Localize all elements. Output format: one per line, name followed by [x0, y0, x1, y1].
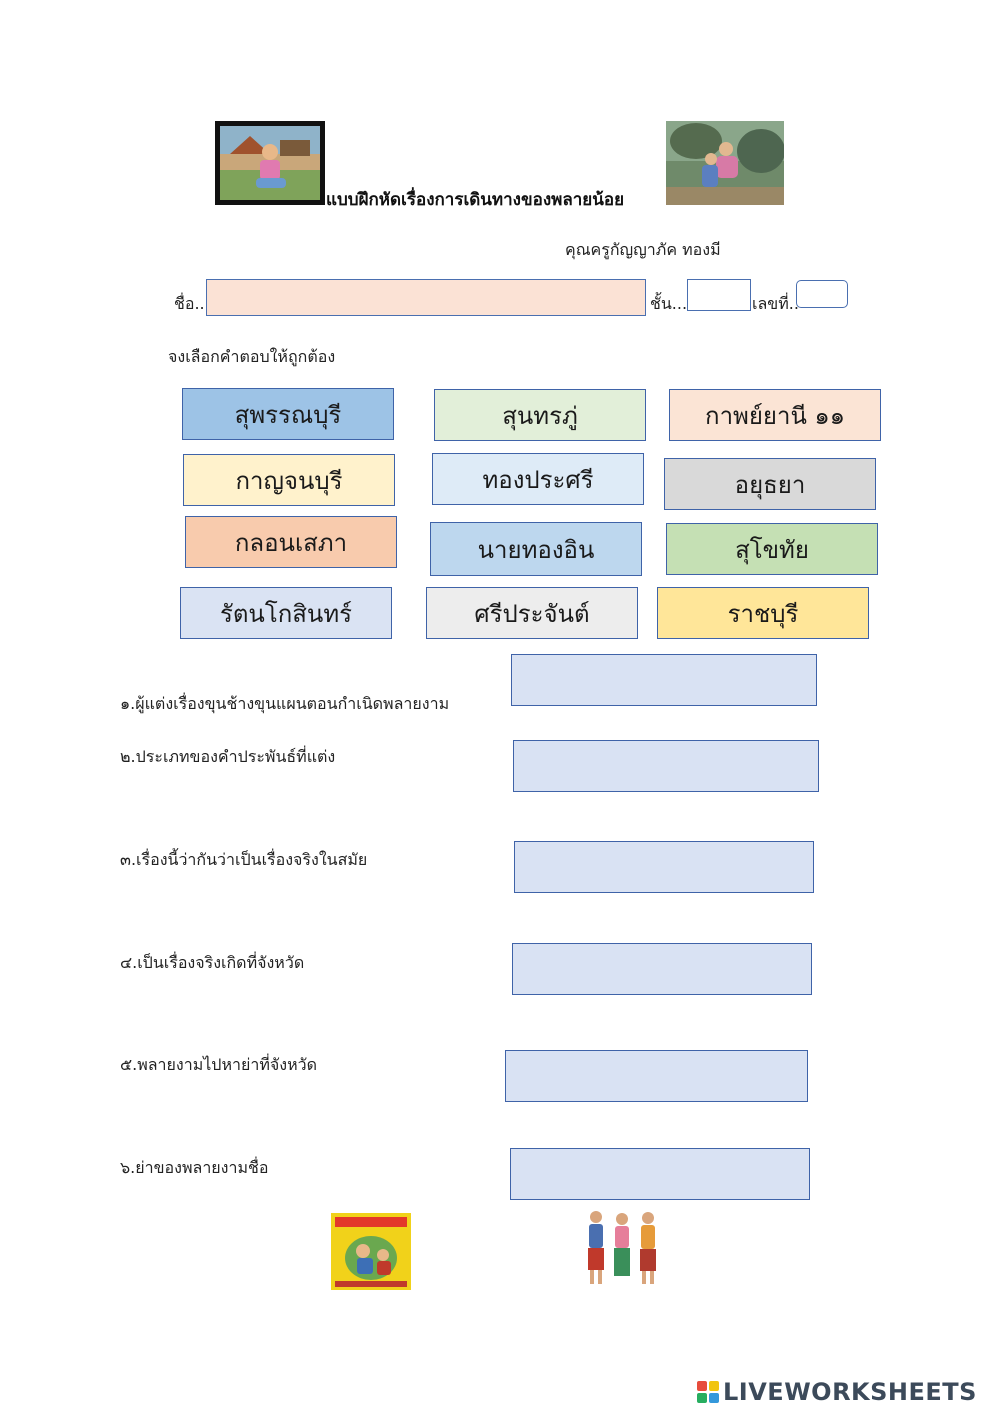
choice-chip[interactable]: สุนทรภู่: [434, 389, 646, 441]
choice-chip[interactable]: ราชบุรี: [657, 587, 869, 639]
question-5-text: ๕.พลายงามไปหาย่าที่จังหวัด: [120, 1055, 317, 1074]
number-label: เลขที่..: [752, 294, 799, 313]
answer-drop-zone-2[interactable]: [513, 740, 819, 792]
choice-chip[interactable]: ทองประศรี: [432, 453, 644, 505]
brand-name: LIVEWORKSHEETS: [723, 1378, 977, 1406]
question-6-text: ๖.ย่าของพลายงามชื่อ: [120, 1158, 269, 1177]
number-input[interactable]: [796, 280, 848, 308]
choice-chip[interactable]: สุโขทัย: [666, 523, 878, 575]
characters-illustration: [580, 1205, 664, 1293]
book-cover-illustration: [331, 1213, 411, 1290]
answer-drop-zone-3[interactable]: [514, 841, 814, 893]
choice-chip[interactable]: สุพรรณบุรี: [182, 388, 394, 440]
answer-drop-zone-5[interactable]: [505, 1050, 808, 1102]
page-title: แบบฝึกหัดเรื่องการเดินทางของพลายน้อย: [326, 190, 625, 210]
answer-drop-zone-4[interactable]: [512, 943, 812, 995]
choice-chip[interactable]: กาพย์ยานี ๑๑: [669, 389, 881, 441]
name-input[interactable]: [206, 279, 646, 316]
teacher-name: คุณครูกัญญาภัค ทองมี: [565, 240, 721, 259]
instruction-text: จงเลือกคำตอบให้ถูกต้อง: [168, 347, 336, 366]
question-1-text: ๑.ผู้แต่งเรื่องขุนช้างขุนแผนตอนกำเนิดพลา…: [120, 694, 450, 713]
class-input[interactable]: [687, 279, 751, 311]
liveworksheets-logo-icon: [697, 1381, 719, 1403]
choice-chip[interactable]: ศรีประจันต์: [426, 587, 638, 639]
answer-drop-zone-1[interactable]: [511, 654, 817, 706]
choice-chip[interactable]: กลอนเสภา: [185, 516, 397, 568]
class-label: ชั้น...: [650, 294, 688, 313]
liveworksheets-logo: LIVEWORKSHEETS: [697, 1378, 977, 1406]
header-right-illustration: [666, 121, 784, 205]
choice-chip[interactable]: อยุธยา: [664, 458, 876, 510]
choice-chip[interactable]: กาญจนบุรี: [183, 454, 395, 506]
question-3-text: ๓.เรื่องนี้ว่ากันว่าเป็นเรื่องจริงในสมัย: [120, 850, 368, 869]
name-label: ชื่อ..: [174, 294, 205, 313]
answer-drop-zone-6[interactable]: [510, 1148, 810, 1200]
question-2-text: ๒.ประเภทของคำประพันธ์ที่แต่ง: [120, 747, 336, 766]
choice-chip[interactable]: นายทองอิน: [430, 522, 642, 576]
header-left-illustration: [215, 121, 325, 205]
question-4-text: ๔.เป็นเรื่องจริงเกิดที่จังหวัด: [120, 953, 305, 972]
choice-chip[interactable]: รัตนโกสินทร์: [180, 587, 392, 639]
